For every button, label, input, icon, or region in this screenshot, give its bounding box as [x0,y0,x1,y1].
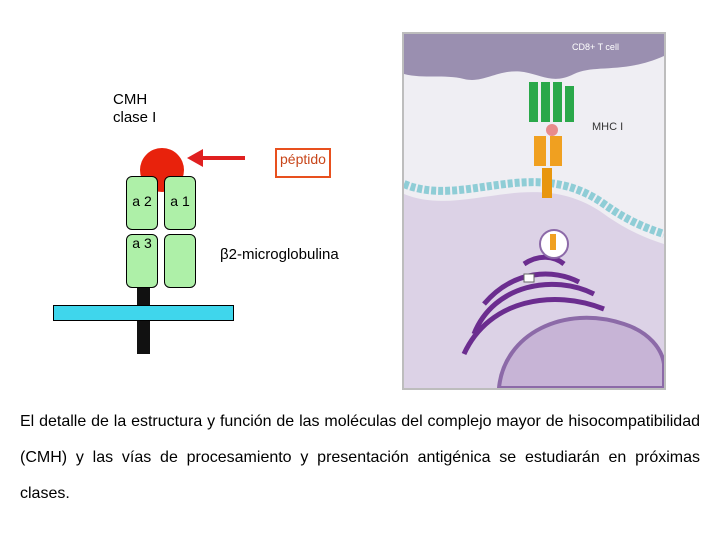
cd8-label: CD8+ T cell [572,42,619,52]
alpha1-domain: a 1 [164,176,196,230]
alpha3-label: a 3 [132,235,152,251]
svg-text:MHC I: MHC I [592,121,623,133]
alpha3-domain: a 3 [126,234,158,288]
peptide-label-box [275,148,331,178]
peptide-label: péptido [280,151,326,167]
cell-illustration: CD8+ T cell MHC I [402,32,666,390]
peptide-arrow [187,149,245,167]
alpha2-label: a 2 [132,193,152,209]
svg-text:CD8+ T cell: CD8+ T cell [572,42,619,52]
beta2-domain [164,234,196,288]
transmembrane-anchor [137,288,150,354]
cell-illustration-svg: CD8+ T cell MHC I [404,34,664,388]
alpha2-domain: a 2 [126,176,158,230]
mhc-i-label: MHC I [592,121,623,133]
alpha1-label: a 1 [170,193,190,209]
description-paragraph: El detalle de la estructura y función de… [20,413,700,502]
mhc-class-i-label: CMH clase I [113,91,157,126]
beta2-microglobulin-label: β2-microglobulina [220,246,339,263]
cell-membrane [53,305,234,321]
